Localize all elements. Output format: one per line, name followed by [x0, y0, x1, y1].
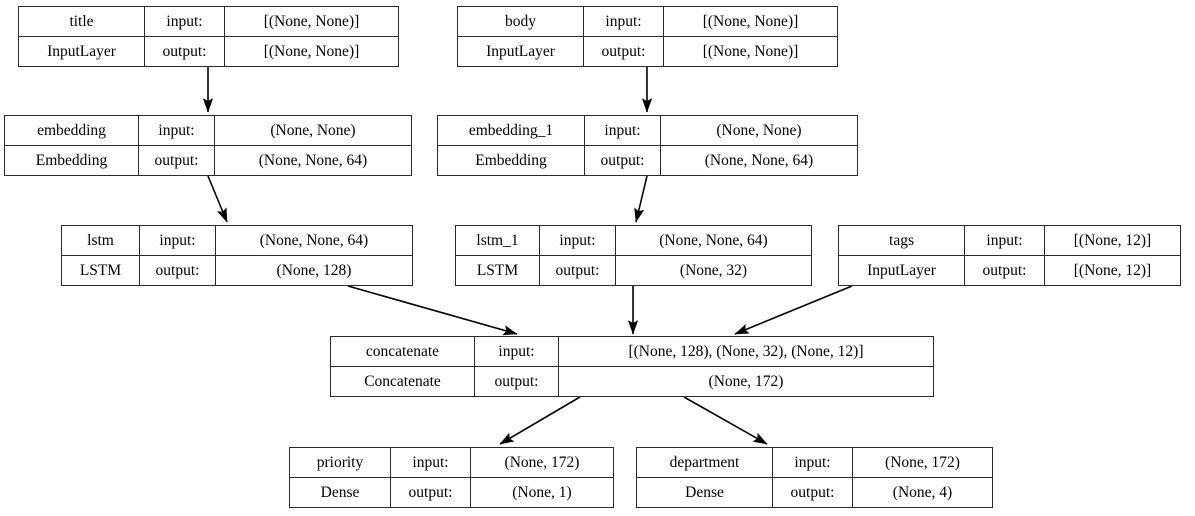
node-embedding-1[interactable]: embedding_1 input: (None, None) Embeddin… [437, 115, 858, 176]
node-concatenate-input-label: input: [475, 337, 559, 366]
node-department-input-shape: (None, 172) [885, 453, 960, 471]
node-priority-output-shape: (None, 1) [512, 483, 572, 501]
node-concatenate[interactable]: concatenate input: [(None, 128), (None, … [330, 336, 934, 397]
node-title-input-label: input: [145, 7, 225, 36]
node-lstm-1-output-label: output: [540, 256, 616, 285]
node-embedding-name: embedding [5, 116, 139, 145]
node-tags-name: tags [839, 226, 965, 255]
node-department-output-label: output: [773, 478, 853, 507]
node-lstm-output-label: output: [140, 256, 216, 285]
node-body-output-label: output: [584, 37, 664, 66]
node-lstm-name: lstm [62, 226, 140, 255]
node-lstm-1-type: LSTM [456, 256, 540, 285]
node-lstm-output-shape: (None, 128) [276, 261, 352, 279]
node-lstm[interactable]: lstm input: (None, None, 64) LSTM output… [61, 225, 413, 286]
node-tags-input-shape: [(None, 12)] [1073, 231, 1152, 249]
node-embedding-input-shape: (None, None) [270, 121, 356, 139]
node-priority-name: priority [290, 448, 391, 477]
node-tags-type: InputLayer [839, 256, 965, 285]
node-concatenate-type: Concatenate [331, 367, 475, 396]
node-department-name: department [637, 448, 773, 477]
node-embedding[interactable]: embedding input: (None, None) Embedding … [4, 115, 412, 176]
node-embedding-1-output-shape: (None, None, 64) [704, 151, 814, 169]
node-tags-output-shape: [(None, 12)] [1073, 261, 1152, 279]
node-priority-type: Dense [290, 478, 391, 507]
node-lstm-1-output-shape: (None, 32) [679, 261, 748, 279]
node-lstm-input-label: input: [140, 226, 216, 255]
node-embedding-output-shape: (None, None, 64) [258, 151, 368, 169]
node-embedding-1-output-label: output: [585, 146, 661, 175]
node-lstm-type: LSTM [62, 256, 140, 285]
node-lstm-input-shape: (None, None, 64) [259, 231, 369, 249]
node-body-type: InputLayer [458, 37, 584, 66]
node-title-name: title [19, 7, 145, 36]
node-concatenate-output-shape: (None, 172) [708, 372, 784, 390]
node-title-type: InputLayer [19, 37, 145, 66]
node-body[interactable]: body input: [(None, None)] InputLayer ou… [457, 6, 838, 67]
node-embedding-input-label: input: [139, 116, 215, 145]
node-body-output-shape: [(None, None)] [702, 42, 799, 60]
node-title-input-shape: [(None, None)] [263, 12, 360, 30]
edge-lstm-to-concatenate [347, 285, 518, 336]
edge-concatenate-to-priority [499, 396, 581, 445]
node-embedding-type: Embedding [5, 146, 139, 175]
node-embedding-1-input-shape: (None, None) [716, 121, 802, 139]
edge-embedding-to-lstm [207, 175, 228, 223]
node-priority-output-label: output: [391, 478, 471, 507]
edge-concatenate-to-department [683, 396, 768, 445]
edge-tags-to-concatenate [734, 285, 853, 335]
node-embedding-output-label: output: [139, 146, 215, 175]
node-body-input-label: input: [584, 7, 664, 36]
node-department[interactable]: department input: (None, 172) Dense outp… [636, 447, 993, 508]
node-tags[interactable]: tags input: [(None, 12)] InputLayer outp… [838, 225, 1181, 286]
node-concatenate-output-label: output: [475, 367, 559, 396]
node-lstm-1-input-shape: (None, None, 64) [659, 231, 768, 249]
node-priority-input-shape: (None, 172) [504, 453, 580, 471]
node-title[interactable]: title input: [(None, None)] InputLayer o… [18, 6, 399, 67]
node-lstm-1[interactable]: lstm_1 input: (None, None, 64) LSTM outp… [455, 225, 812, 286]
node-embedding-1-name: embedding_1 [438, 116, 585, 145]
node-embedding-1-type: Embedding [438, 146, 585, 175]
node-department-output-shape: (None, 4) [892, 483, 953, 501]
node-tags-output-label: output: [965, 256, 1045, 285]
node-title-output-shape: [(None, None)] [263, 42, 360, 60]
node-concatenate-input-shape: [(None, 128), (None, 32), (None, 12)] [628, 342, 864, 360]
node-embedding-1-input-label: input: [585, 116, 661, 145]
node-title-output-label: output: [145, 37, 225, 66]
node-concatenate-name: concatenate [331, 337, 475, 366]
node-department-type: Dense [637, 478, 773, 507]
edge-embedding-1-to-lstm-1 [634, 175, 648, 223]
node-department-input-label: input: [773, 448, 853, 477]
node-tags-input-label: input: [965, 226, 1045, 255]
node-body-name: body [458, 7, 584, 36]
node-priority[interactable]: priority input: (None, 172) Dense output… [289, 447, 614, 508]
node-body-input-shape: [(None, None)] [702, 12, 799, 30]
node-lstm-1-name: lstm_1 [456, 226, 540, 255]
node-lstm-1-input-label: input: [540, 226, 616, 255]
node-priority-input-label: input: [391, 448, 471, 477]
